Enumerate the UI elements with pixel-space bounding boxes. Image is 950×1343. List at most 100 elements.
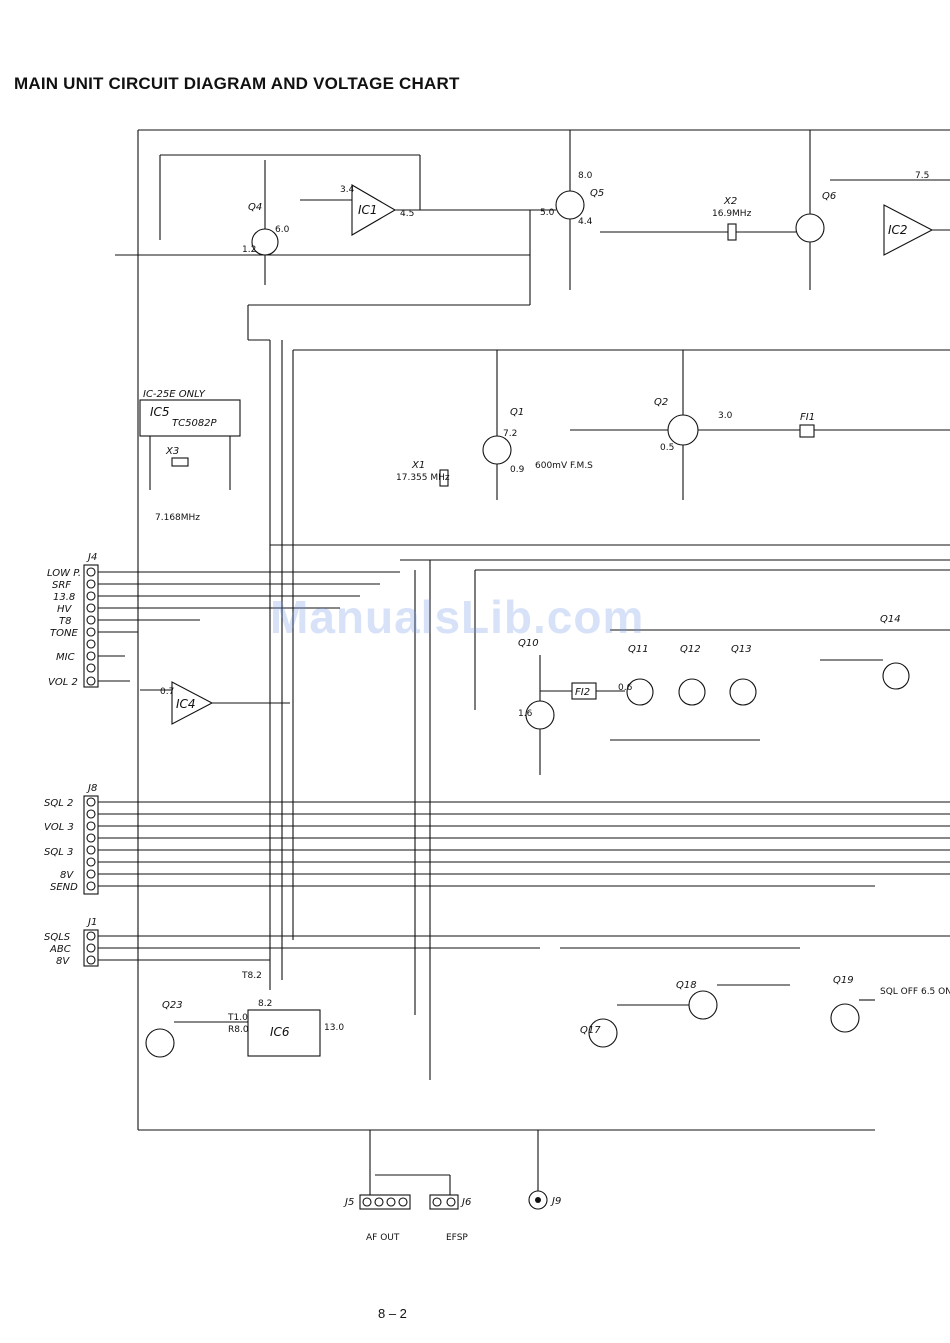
- ic1-label: IC1: [358, 203, 378, 217]
- j8-pin-labels: SQL 2 VOL 3 SQL 3 8V SEND: [44, 798, 78, 893]
- volt-ic6-r8: R8.0: [228, 1025, 249, 1035]
- volt-q11-base: 0.6: [618, 683, 633, 693]
- q12: Q12: [678, 644, 706, 706]
- ic2: IC2: [883, 204, 934, 256]
- x2-freq: 16.9MHz: [712, 209, 752, 219]
- volt-q5-collector: 8.0: [578, 171, 593, 181]
- fi2-filter: FI2: [571, 682, 597, 700]
- volt-ic6-out: 13.0: [324, 1023, 344, 1033]
- q13-label: Q13: [731, 644, 752, 655]
- j4-pin-5: T8: [59, 616, 71, 627]
- watermark: ManualsLib.com: [270, 591, 645, 643]
- volt-q2-drain: 3.0: [718, 411, 733, 421]
- x3-freq: 7.168MHz: [155, 513, 200, 523]
- x3-label: X3: [165, 446, 179, 457]
- q23: Q23: [145, 1000, 183, 1058]
- x1-freq: 17.355 MHz: [396, 473, 450, 483]
- j4-pin-3: 13.8: [53, 592, 75, 603]
- ic1: IC1: [351, 184, 397, 236]
- x2-crystal: X2 16.9MHz: [712, 196, 752, 241]
- q5: Q5: [555, 188, 604, 220]
- j1-pin-circles: [86, 931, 96, 965]
- volt-ic6-t1: T1.0: [227, 1013, 248, 1023]
- volt-q5-base: 5.0: [540, 208, 555, 218]
- j9-label: J9: [550, 1196, 561, 1207]
- volt-ic2-supply: 7.5: [915, 171, 929, 181]
- volt-ic1-out: 4.5: [400, 209, 414, 219]
- j4-pin-6: TONE: [50, 628, 78, 639]
- j8-pin-3: VOL 3: [44, 822, 74, 833]
- j4-pin-10: VOL 2: [48, 677, 78, 688]
- q14: Q14: [880, 614, 910, 690]
- volt-q2-source: 0.5: [660, 443, 674, 453]
- volt-q10-base: 1.6: [518, 709, 533, 719]
- q11: Q11: [626, 644, 654, 706]
- j8-pin-circles: [86, 797, 96, 891]
- volt-q1-emitter: 0.9: [510, 465, 525, 475]
- ic2-label: IC2: [888, 223, 908, 237]
- fi2-label: FI2: [575, 687, 590, 698]
- j1-pin-3: 8V: [56, 956, 70, 967]
- volt-q1-collector: 7.2: [503, 429, 517, 439]
- j8-pin-8: SEND: [50, 882, 78, 893]
- volt-q4-base: 1.2: [242, 245, 256, 255]
- j5-af-out: AF OUT: [366, 1233, 400, 1243]
- q1-label: Q1: [510, 407, 524, 418]
- ic4: IC4: [171, 681, 214, 725]
- x1-crystal: X1 17.355 MHz: [396, 460, 450, 487]
- q6-label: Q6: [822, 191, 836, 202]
- q18: Q18: [676, 980, 718, 1020]
- q2: Q2: [654, 397, 699, 446]
- j8-pin-5: SQL 3: [44, 847, 73, 858]
- j9-connector: J9: [528, 1190, 561, 1210]
- j4-label: J4: [86, 552, 97, 563]
- j8-label: J8: [86, 783, 97, 794]
- q12-label: Q12: [680, 644, 701, 655]
- ic5: IC-25E ONLY IC5 TC5082P: [139, 389, 241, 437]
- q17: Q17: [580, 1018, 618, 1048]
- x2-label: X2: [723, 196, 737, 207]
- page-number: 8 – 2: [378, 1306, 407, 1321]
- q2-label: Q2: [654, 397, 668, 408]
- volt-q4-collector: 6.0: [275, 225, 290, 235]
- volt-t82: T8.2: [241, 971, 262, 981]
- volt-ic1-in: 3.4: [340, 185, 355, 195]
- q5-label: Q5: [590, 188, 604, 199]
- volt-ic4-in: 0.7: [160, 687, 174, 697]
- j6-efsp: EFSP: [446, 1233, 468, 1243]
- q10-label: Q10: [518, 638, 539, 649]
- j8-pin-7: 8V: [60, 870, 74, 881]
- q17-label: Q17: [580, 1025, 601, 1036]
- q19: Q19: [830, 975, 860, 1033]
- j5-label: J5: [343, 1197, 354, 1208]
- fm-note: 600mV F.M.S: [535, 461, 593, 471]
- volt-ic6-pin1: 8.2: [258, 999, 272, 1009]
- j1-pin-1: SQLS: [44, 932, 71, 943]
- j1-pin-labels: SQLS ABC 8V: [44, 932, 71, 967]
- j6-label: J6: [460, 1197, 471, 1208]
- q18-label: Q18: [676, 980, 697, 991]
- j4-pin-2: SRF: [52, 580, 71, 591]
- ic4-label: IC4: [176, 697, 196, 711]
- q11-label: Q11: [628, 644, 649, 655]
- j4-pin-circles: [86, 567, 96, 686]
- j4-pin-labels: LOW P. SRF 13.8 HV T8 TONE MIC VOL 2: [47, 568, 81, 688]
- j4-pin-4: HV: [57, 604, 73, 615]
- q13: Q13: [729, 644, 757, 706]
- j1-pin-2: ABC: [49, 944, 71, 955]
- ic5-part: TC5082P: [172, 418, 218, 429]
- q14-label: Q14: [880, 614, 901, 625]
- ic6-label: IC6: [270, 1025, 290, 1039]
- x1-label: X1: [411, 460, 425, 471]
- j5-connector: J5 AF OUT: [343, 1194, 411, 1243]
- fi1-filter: FI1: [799, 412, 815, 438]
- j6-connector: J6 EFSP: [429, 1194, 471, 1243]
- q23-label: Q23: [162, 1000, 183, 1011]
- fi1-label: FI1: [800, 412, 815, 423]
- q6: Q6: [795, 191, 836, 243]
- sql-note: SQL OFF 6.5 ON 0: [880, 987, 950, 997]
- page-title: MAIN UNIT CIRCUIT DIAGRAM AND VOLTAGE CH…: [14, 74, 460, 93]
- q4-label: Q4: [248, 202, 262, 213]
- volt-q5-emitter: 4.4: [578, 217, 593, 227]
